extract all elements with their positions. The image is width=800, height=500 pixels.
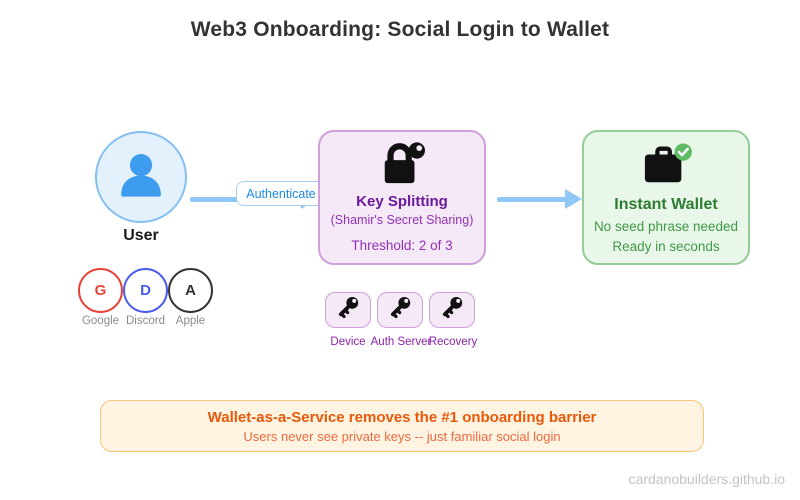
arrow-keysplitting-to-wallet (497, 197, 567, 202)
banner-subtitle: Users never see private keys -- just fam… (243, 428, 561, 444)
key-share-label-device: Device (330, 336, 366, 348)
provider-label-google: Google (81, 315, 120, 327)
provider-letter: G (94, 282, 107, 299)
key-icon (387, 294, 414, 326)
key-share-label-auth-server: Auth Server (370, 336, 432, 348)
user-node (95, 131, 187, 223)
arrowhead-keysplitting-to-wallet (565, 189, 582, 209)
provider-label-apple: Apple (175, 315, 206, 327)
instant-wallet-node: Instant Wallet No seed phrase needed Rea… (582, 130, 750, 265)
briefcase-icon (639, 142, 693, 193)
key-splitting-node: Key Splitting (Shamir's Secret Sharing) … (318, 130, 486, 265)
instant-wallet-line2: Ready in seconds (612, 239, 720, 254)
authenticate-edge-label: Authenticate (236, 181, 326, 206)
key-icon (335, 294, 362, 326)
provider-label-discord: Discord (126, 315, 165, 327)
provider-circle-apple: A (168, 268, 213, 313)
lock-with-key-icon (377, 140, 427, 191)
user-label: User (123, 227, 159, 244)
provider-circle-google: G (78, 268, 123, 313)
key-share-auth-server (377, 292, 423, 328)
key-splitting-title: Key Splitting (356, 193, 448, 210)
key-share-device (325, 292, 371, 328)
key-share-label-recovery: Recovery (428, 336, 478, 348)
provider-circle-discord: D (123, 268, 168, 313)
key-splitting-threshold: Threshold: 2 of 3 (351, 238, 453, 253)
provider-letter: D (140, 282, 151, 299)
key-share-recovery (429, 292, 475, 328)
instant-wallet-line1: No seed phrase needed (593, 219, 739, 234)
key-splitting-subtitle: (Shamir's Secret Sharing) (330, 213, 474, 227)
banner-title: Wallet-as-a-Service removes the #1 onboa… (207, 408, 597, 426)
page-title: Web3 Onboarding: Social Login to Wallet (190, 18, 610, 41)
person-icon (113, 147, 169, 208)
provider-letter: A (185, 282, 196, 299)
bottom-banner: Wallet-as-a-Service removes the #1 onboa… (100, 400, 704, 452)
instant-wallet-title: Instant Wallet (614, 196, 718, 213)
key-icon (439, 294, 466, 326)
watermark: cardanobuilders.github.io (628, 471, 785, 487)
